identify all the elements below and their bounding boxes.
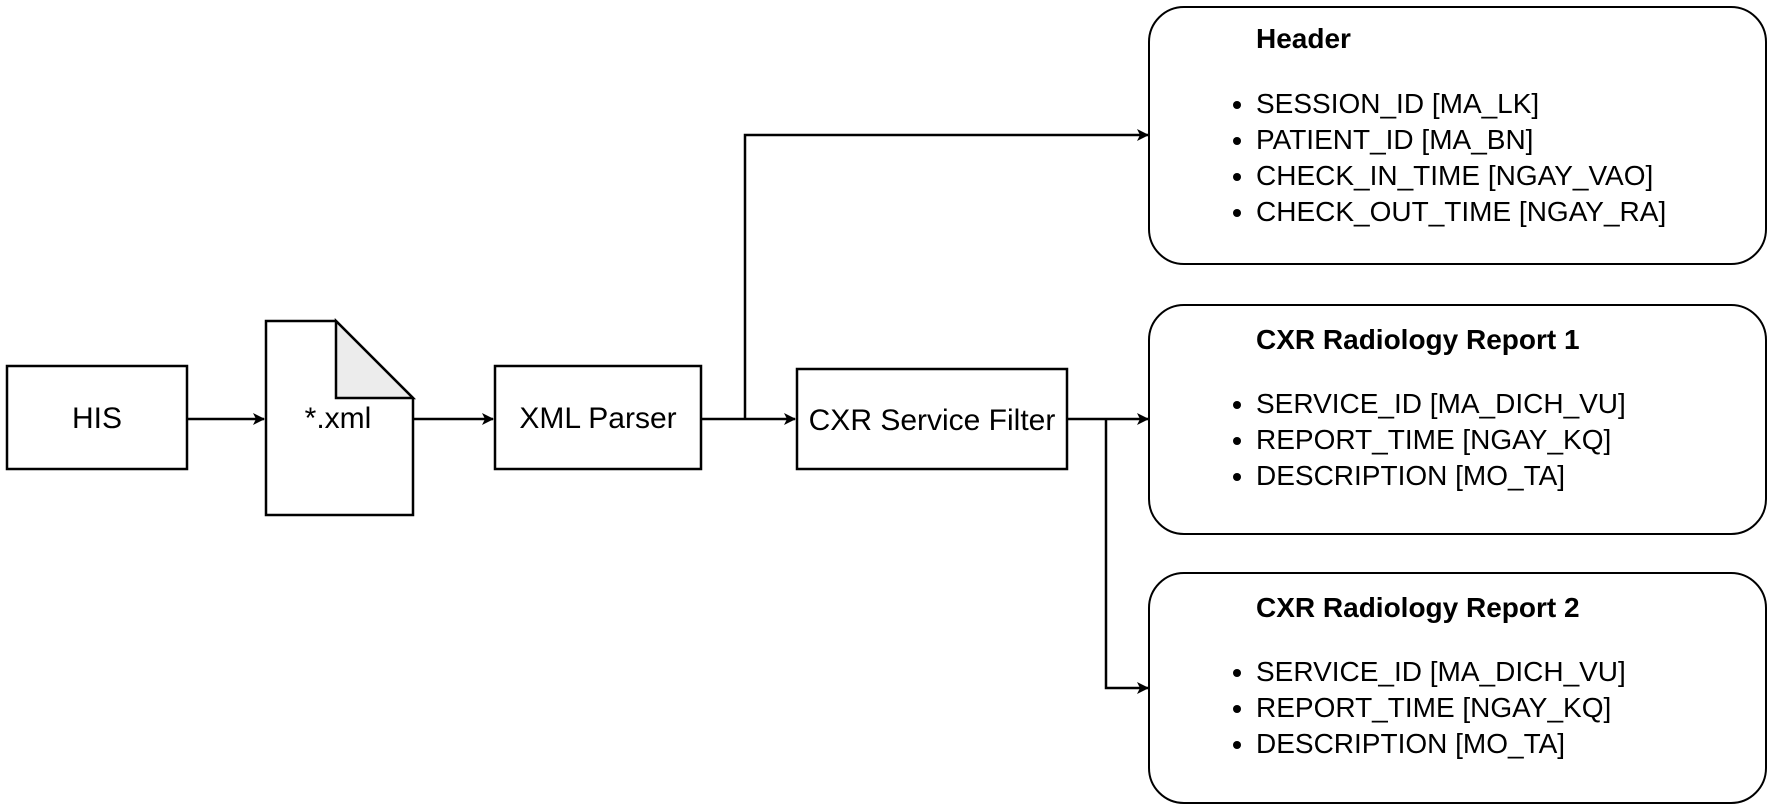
list-item: PATIENT_ID [MA_BN] xyxy=(1256,122,1666,158)
arrow-filter-to-report2 xyxy=(1104,419,1149,694)
report1-box: CXR Radiology Report 1 SERVICE_ID [MA_DI… xyxy=(1148,304,1767,535)
cxr-filter-node: CXR Service Filter xyxy=(795,367,1069,471)
header-box: Header SESSION_ID [MA_LK] PATIENT_ID [MA… xyxy=(1148,6,1767,265)
his-label: HIS xyxy=(72,402,122,435)
report1-field-list: SERVICE_ID [MA_DICH_VU] REPORT_TIME [NGA… xyxy=(1218,386,1626,494)
xml-parser-label: XML Parser xyxy=(519,402,676,435)
xml-file-node: *.xml xyxy=(264,317,417,517)
report2-box: CXR Radiology Report 2 SERVICE_ID [MA_DI… xyxy=(1148,572,1767,804)
list-item: CHECK_IN_TIME [NGAY_VAO] xyxy=(1256,158,1666,194)
list-item: REPORT_TIME [NGAY_KQ] xyxy=(1256,422,1626,458)
xml-parser-node: XML Parser xyxy=(493,364,703,471)
arrow-parser-to-header xyxy=(743,129,1149,419)
list-item: DESCRIPTION [MO_TA] xyxy=(1256,458,1626,494)
list-item: SERVICE_ID [MA_DICH_VU] xyxy=(1256,654,1626,690)
cxr-filter-label: CXR Service Filter xyxy=(809,404,1056,437)
his-node: HIS xyxy=(5,364,189,471)
connectors xyxy=(187,129,1149,694)
header-field-list: SESSION_ID [MA_LK] PATIENT_ID [MA_BN] CH… xyxy=(1218,86,1666,230)
report2-title: CXR Radiology Report 2 xyxy=(1256,592,1580,623)
list-item: SERVICE_ID [MA_DICH_VU] xyxy=(1256,386,1626,422)
list-item: SESSION_ID [MA_LK] xyxy=(1256,86,1666,122)
header-title: Header xyxy=(1256,23,1351,54)
list-item: CHECK_OUT_TIME [NGAY_RA] xyxy=(1256,194,1666,230)
list-item: DESCRIPTION [MO_TA] xyxy=(1256,726,1626,762)
report1-title: CXR Radiology Report 1 xyxy=(1256,324,1580,355)
xml-file-label: *.xml xyxy=(305,402,372,435)
list-item: REPORT_TIME [NGAY_KQ] xyxy=(1256,690,1626,726)
report2-field-list: SERVICE_ID [MA_DICH_VU] REPORT_TIME [NGA… xyxy=(1218,654,1626,762)
page-fold-icon xyxy=(334,317,417,400)
